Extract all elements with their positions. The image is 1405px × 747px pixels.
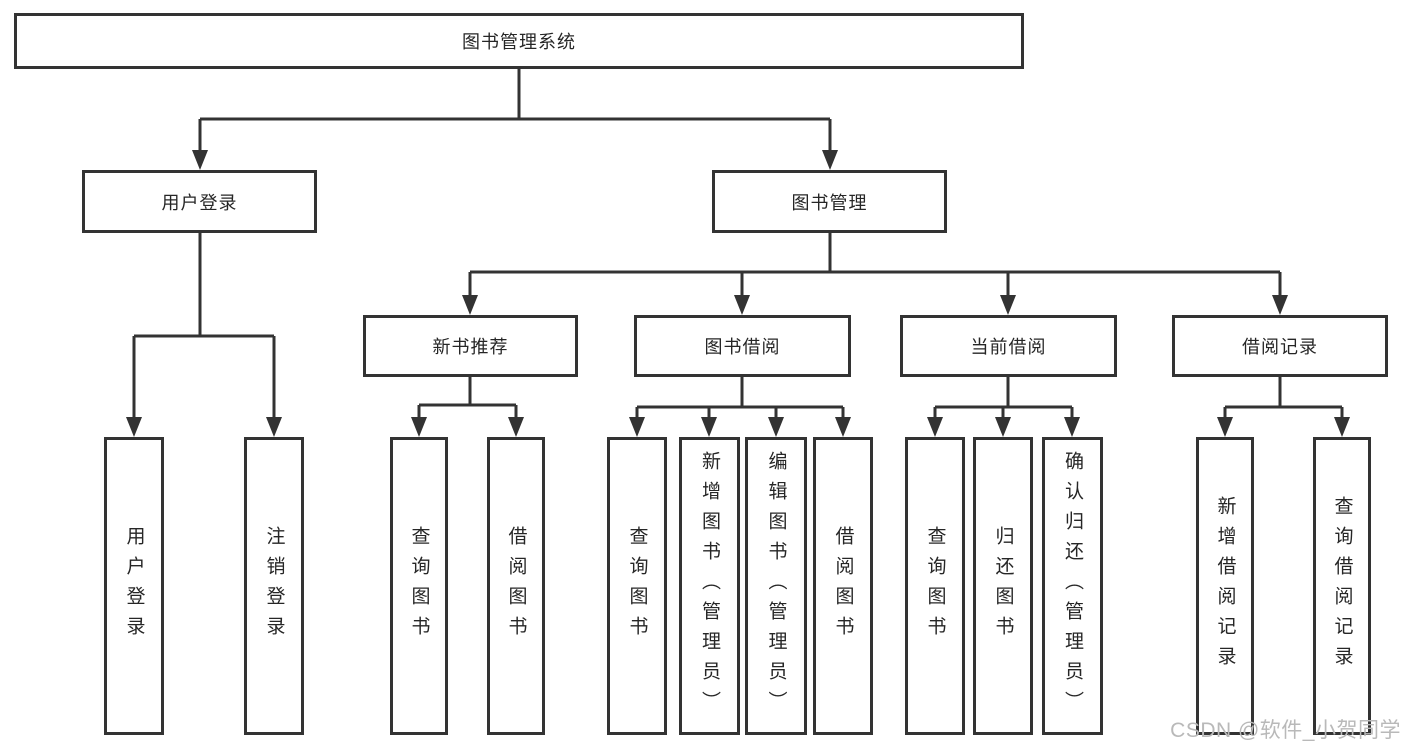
- leaf-confirm-return-admin: 确认归还（管理员）: [1042, 437, 1103, 735]
- leaf-logout: 注销登录: [244, 437, 304, 735]
- leaf-return-book: 归还图书: [973, 437, 1033, 735]
- leaf-query-borrow-record-label: 查询借阅记录: [1331, 496, 1353, 676]
- leaf-logout-label: 注销登录: [263, 526, 285, 646]
- leaf-query-book-borrow-label: 查询图书: [626, 526, 648, 646]
- node-current-borrow: 当前借阅: [900, 315, 1117, 377]
- leaf-add-book-admin: 新增图书（管理员）: [679, 437, 740, 735]
- leaf-borrow-book: 借阅图书: [813, 437, 873, 735]
- leaf-borrow-book-recommend: 借阅图书: [487, 437, 545, 735]
- csdn-watermark: CSDN @软件_小贺同学: [1170, 719, 1401, 742]
- leaf-return-book-label: 归还图书: [992, 526, 1014, 646]
- leaf-query-book-borrow: 查询图书: [607, 437, 667, 735]
- leaf-add-borrow-record-label: 新增借阅记录: [1214, 496, 1236, 676]
- leaf-confirm-return-admin-label: 确认归还（管理员）: [1062, 451, 1083, 721]
- node-borrow-records: 借阅记录: [1172, 315, 1388, 377]
- leaf-borrow-book-label: 借阅图书: [832, 526, 854, 646]
- leaf-query-book-current-label: 查询图书: [924, 526, 946, 646]
- node-user-login: 用户登录: [82, 170, 317, 233]
- node-book-borrow: 图书借阅: [634, 315, 851, 377]
- leaf-query-book-current: 查询图书: [905, 437, 965, 735]
- leaf-user-login: 用户登录: [104, 437, 164, 735]
- leaf-add-book-admin-label: 新增图书（管理员）: [699, 451, 720, 721]
- leaf-query-borrow-record: 查询借阅记录: [1313, 437, 1371, 735]
- leaf-query-book-recommend-label: 查询图书: [408, 526, 430, 646]
- leaf-user-login-label: 用户登录: [123, 526, 145, 646]
- leaf-edit-book-admin-label: 编辑图书（管理员）: [765, 451, 787, 721]
- leaf-edit-book-admin: 编辑图书（管理员）: [745, 437, 807, 735]
- node-book-management: 图书管理: [712, 170, 947, 233]
- node-root: 图书管理系统: [14, 13, 1024, 69]
- leaf-query-book-recommend: 查询图书: [390, 437, 448, 735]
- leaf-borrow-book-recommend-label: 借阅图书: [505, 526, 527, 646]
- leaf-add-borrow-record: 新增借阅记录: [1196, 437, 1254, 735]
- node-new-book-recommend: 新书推荐: [363, 315, 578, 377]
